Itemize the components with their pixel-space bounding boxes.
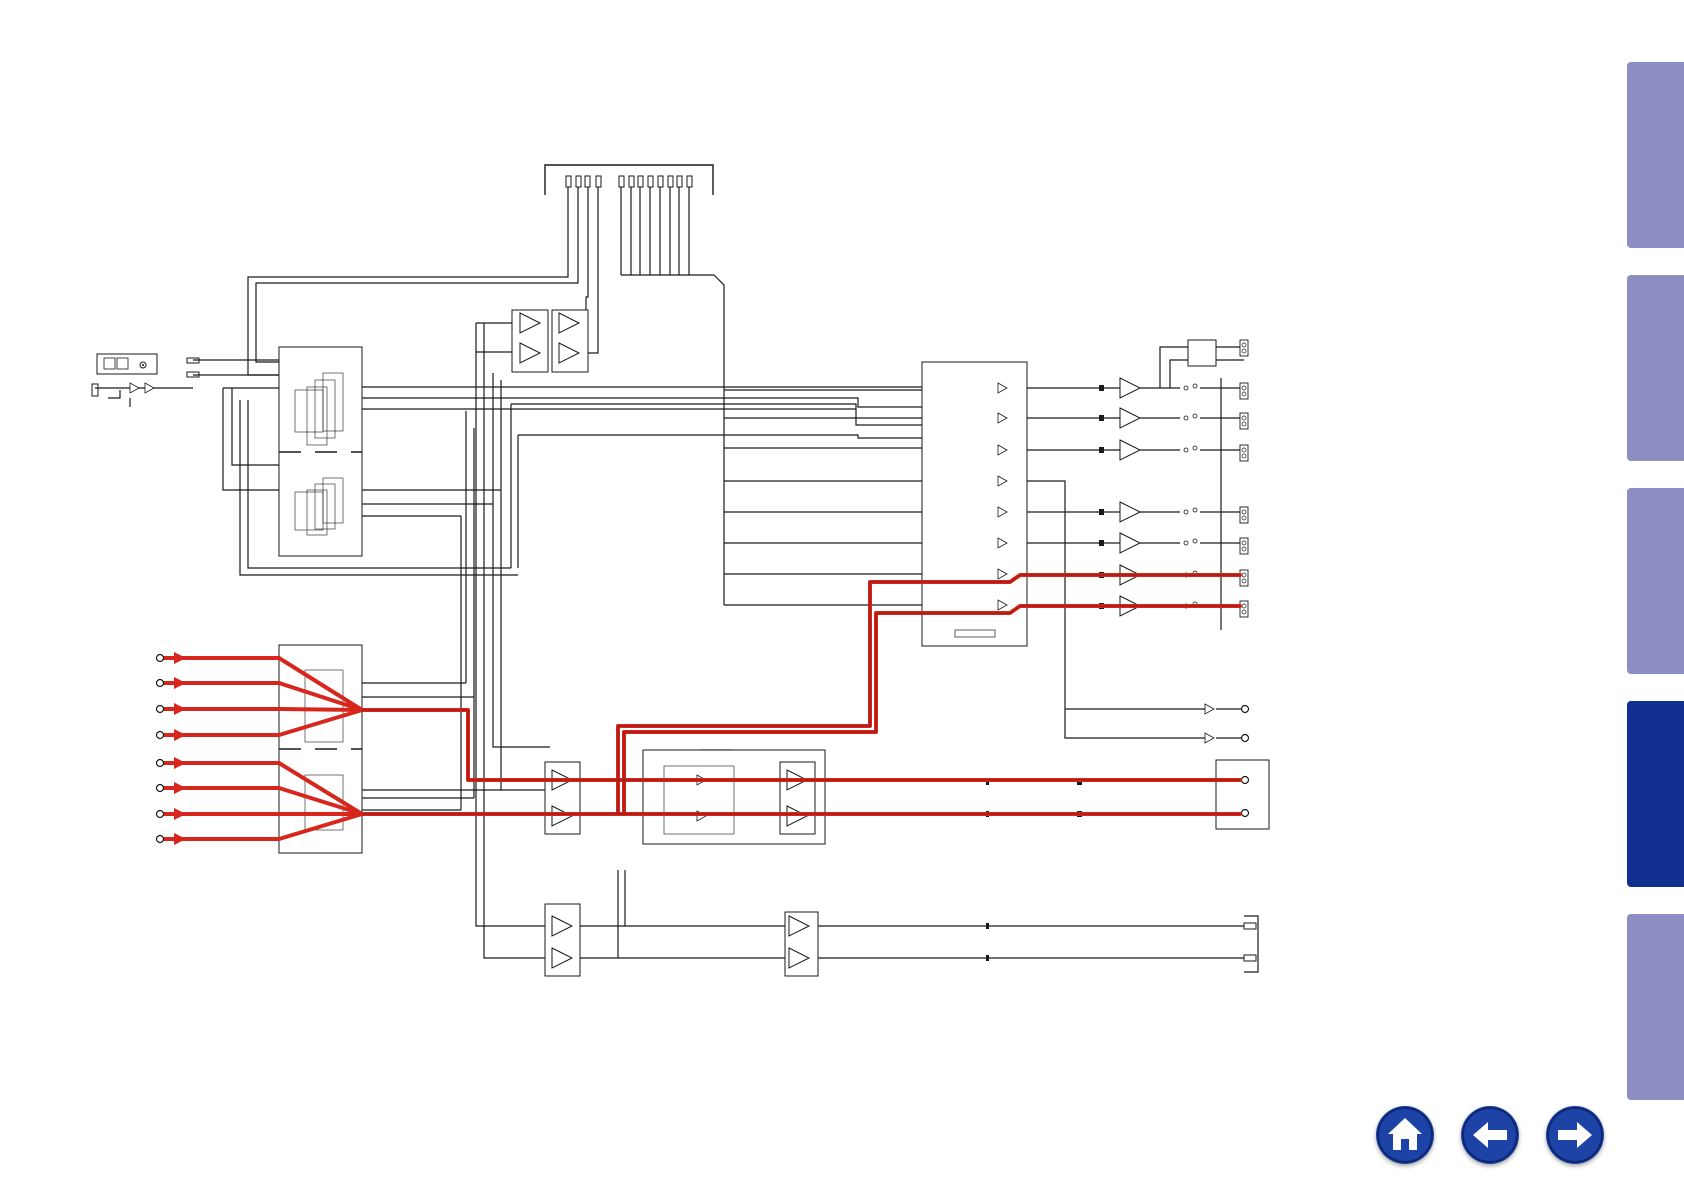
side-tab-5[interactable] — [1627, 914, 1684, 1100]
arrow-left-icon — [1461, 1106, 1519, 1164]
side-tab-3[interactable] — [1627, 488, 1684, 674]
arrow-right-icon — [1546, 1106, 1604, 1164]
home-button[interactable] — [1376, 1106, 1434, 1164]
side-tab-4[interactable] — [1627, 701, 1684, 887]
side-tab-1[interactable] — [1627, 62, 1684, 248]
blocks — [97, 310, 1269, 976]
wiring — [95, 187, 1258, 972]
home-icon — [1376, 1106, 1434, 1164]
side-tab-2[interactable] — [1627, 275, 1684, 461]
top-connector — [545, 165, 713, 195]
input-jacks — [157, 655, 164, 843]
back-button[interactable] — [1461, 1106, 1519, 1164]
forward-button[interactable] — [1546, 1106, 1604, 1164]
